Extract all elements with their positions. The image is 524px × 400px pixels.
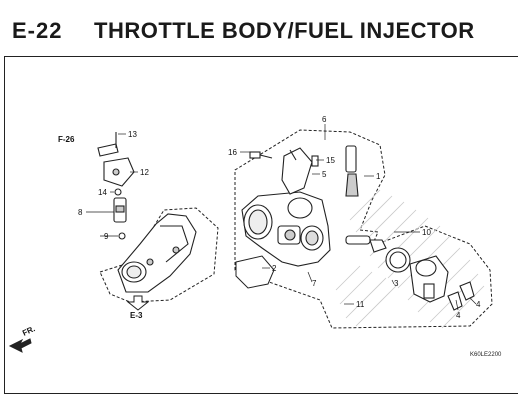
callout-15: 15	[326, 156, 335, 165]
throttle-body	[241, 191, 331, 267]
diagram-frame	[4, 56, 518, 394]
ref-f26: F-26	[58, 135, 75, 144]
page-title: THROTTLE BODY/FUEL INJECTOR	[94, 18, 475, 43]
callout-14: 14	[98, 188, 107, 197]
fuel-injector	[97, 132, 135, 240]
callout-5: 5	[322, 170, 327, 179]
throttle-sensor-parts	[249, 145, 359, 197]
section-code: E-22	[12, 18, 63, 43]
callout-4a: 4	[456, 311, 461, 320]
front-arrow	[8, 338, 32, 353]
callout-4b: 4	[476, 300, 481, 309]
callout-2: 2	[272, 264, 277, 273]
leader-lines	[86, 124, 477, 311]
callout-11: 11	[356, 300, 365, 309]
callout-13: 13	[128, 130, 137, 139]
callout-8: 8	[78, 208, 83, 217]
intake-manifold	[117, 213, 197, 293]
callout-16: 16	[228, 148, 237, 157]
e3-arrow	[126, 295, 150, 311]
callout-6: 6	[322, 115, 327, 124]
drawing-code: K60LE2200	[470, 352, 502, 358]
header: E-22 THROTTLE BODY/FUEL INJECTOR	[0, 0, 524, 46]
callout-10: 10	[422, 228, 431, 237]
sensor-unit	[345, 235, 475, 311]
ref-e3: E-3	[130, 311, 143, 320]
callout-3: 3	[394, 279, 399, 288]
assembly-outline	[234, 129, 493, 329]
callout-7: 7	[312, 279, 317, 288]
gasket	[235, 255, 275, 289]
callout-9: 9	[104, 232, 109, 241]
front-label: FR.	[21, 324, 36, 338]
callout-12: 12	[140, 168, 149, 177]
callout-1: 1	[376, 172, 381, 181]
